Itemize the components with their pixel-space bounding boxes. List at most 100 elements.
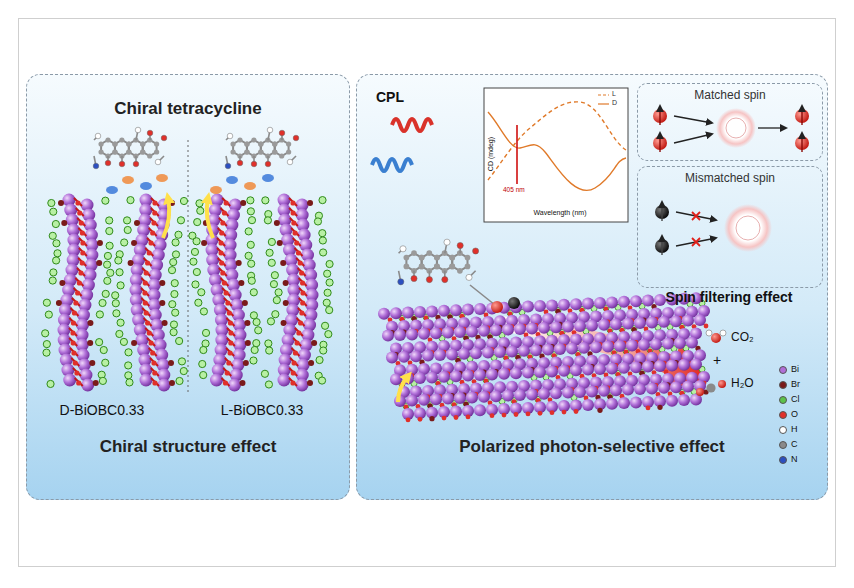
o-atom <box>151 220 156 225</box>
generated-art <box>42 106 809 422</box>
o-bond <box>79 248 87 256</box>
cl-atom <box>253 318 260 325</box>
bi-atom <box>438 371 450 383</box>
o-atom <box>296 250 301 255</box>
cl-atom <box>200 371 207 378</box>
o-atom <box>442 416 447 421</box>
br-atom <box>131 340 137 346</box>
chiral-filter <box>724 204 772 252</box>
o-bond <box>299 298 307 306</box>
cl-atom <box>275 289 282 296</box>
o-bond <box>141 298 149 306</box>
bi-atom <box>570 298 582 310</box>
o-bond <box>296 258 304 266</box>
cl-atom <box>262 197 269 204</box>
o-atom <box>562 410 567 415</box>
c-atom <box>244 149 249 154</box>
c-atom <box>706 383 715 392</box>
cl-atom <box>106 217 113 224</box>
o-atom <box>150 230 155 235</box>
c-atom <box>230 141 235 146</box>
cl-atom <box>125 372 132 379</box>
cl-atom <box>123 217 130 224</box>
bi-atom <box>590 341 602 353</box>
br-atom <box>238 280 244 286</box>
outer-frame <box>19 19 836 567</box>
bi-atom <box>626 339 638 351</box>
cl-atom <box>43 349 50 356</box>
o-bond <box>151 368 159 376</box>
c-atom <box>434 264 440 270</box>
cl-atom <box>170 259 177 266</box>
o-atom <box>78 270 83 275</box>
o-bond <box>76 208 84 216</box>
bi-atom <box>414 372 426 384</box>
o-atom <box>71 320 76 325</box>
br-atom <box>243 360 249 366</box>
o-atom <box>147 330 152 335</box>
transfer-arrow <box>500 316 708 390</box>
chiral-filter <box>736 216 760 240</box>
cl-atom <box>272 311 279 318</box>
c-atom <box>251 137 256 142</box>
panel-ground <box>26 74 350 500</box>
c-atom <box>258 141 263 146</box>
cl-atom <box>202 329 209 336</box>
legend-text: C <box>791 439 798 449</box>
bi-atom <box>550 321 562 333</box>
bi-atom <box>558 365 570 377</box>
o-bond <box>149 228 157 236</box>
panel-ground <box>356 74 828 500</box>
cl-atom <box>265 381 272 388</box>
o-bond <box>72 298 80 306</box>
cl-atom <box>121 239 128 246</box>
o-bond <box>290 218 298 226</box>
br-atom <box>308 360 314 366</box>
cl-atom <box>45 311 52 318</box>
br-atom <box>89 360 95 366</box>
divider-line <box>188 140 189 395</box>
chiral-filter <box>716 108 756 148</box>
atom <box>473 248 479 254</box>
o-atom <box>144 270 149 275</box>
cl-atom <box>50 208 57 215</box>
cl-atom <box>112 300 119 307</box>
o-atom <box>222 280 227 285</box>
cl-atom <box>191 248 198 255</box>
c-atom <box>112 149 117 154</box>
bi-atom <box>542 344 554 356</box>
c-atom <box>126 149 131 154</box>
cl-atom <box>171 290 178 297</box>
o-atom <box>538 411 543 416</box>
c-atom <box>258 149 263 154</box>
o-bond <box>225 358 233 366</box>
charge-blob <box>210 186 222 194</box>
legend-line <box>598 103 609 104</box>
cl-atom <box>170 329 177 336</box>
o-atom <box>70 330 75 335</box>
cl-atom <box>319 237 326 244</box>
cl-atom <box>100 346 107 353</box>
panel-heading: Chiral tetracycline <box>27 99 349 119</box>
cl-atom <box>253 340 260 347</box>
cl-atom <box>326 307 333 314</box>
o-bond <box>289 198 297 206</box>
bi-atom <box>422 350 434 362</box>
o-atom <box>228 320 233 325</box>
o-bond <box>291 348 299 356</box>
o-atom <box>76 380 81 385</box>
atom <box>444 239 450 245</box>
o-atom <box>228 330 233 335</box>
product-label: H₂O <box>731 377 754 391</box>
cl-atom <box>323 299 330 306</box>
bi-atom <box>228 379 241 392</box>
cl-atom <box>116 269 123 276</box>
o-atom <box>80 240 85 245</box>
charge-blob <box>262 174 274 182</box>
legend-swatch <box>779 456 787 464</box>
o-atom <box>454 415 459 420</box>
o-bond <box>222 288 230 296</box>
legend-swatch <box>779 441 787 449</box>
o-atom <box>147 250 152 255</box>
legend-swatch <box>779 396 787 404</box>
